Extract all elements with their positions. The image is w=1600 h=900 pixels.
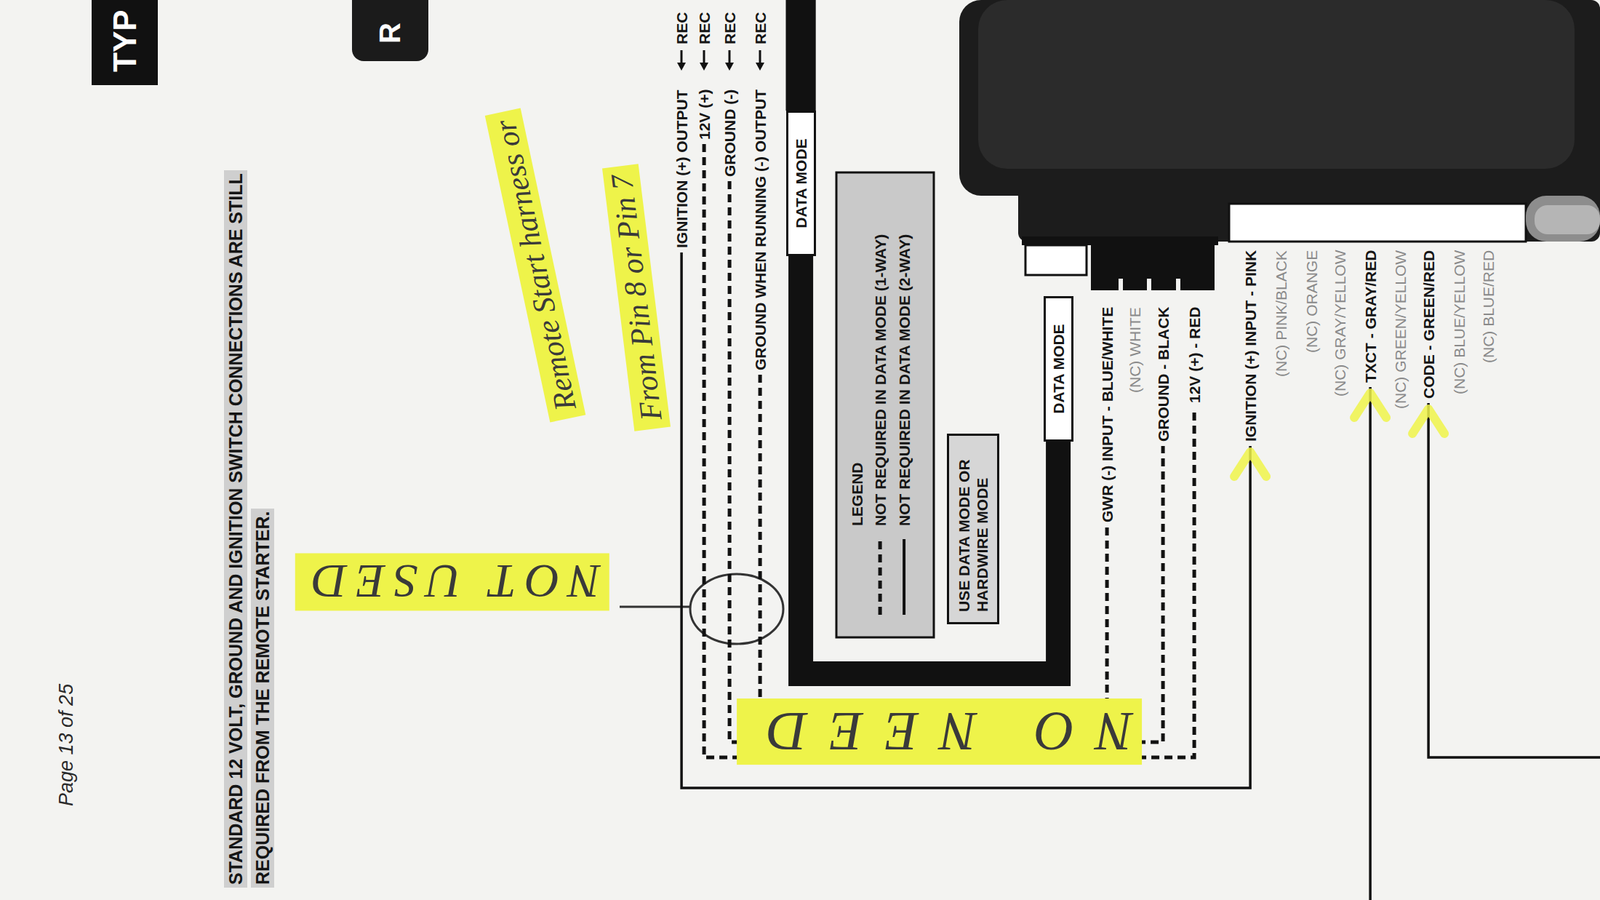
box-text: DATA MODE xyxy=(792,127,811,240)
arrow-head xyxy=(755,62,765,71)
wire-label: (NC) GRAY/YELLOW xyxy=(1330,250,1350,397)
code-wire xyxy=(1428,402,1600,758)
handwritten-note: Remote Start harness or xyxy=(485,108,587,423)
connector-housing xyxy=(1090,245,1215,291)
legend-sample xyxy=(902,538,906,615)
cut-label: REC xyxy=(720,12,739,45)
wire-label: (NC) WHITE xyxy=(1125,306,1144,393)
wire-label: (NC) GREEN/YELLOW xyxy=(1391,250,1410,409)
highlighter-mark xyxy=(1354,392,1387,418)
highlighter-mark xyxy=(1234,451,1267,477)
header-band: TYP xyxy=(91,0,158,86)
data-port xyxy=(1025,245,1087,275)
cut-label: REC xyxy=(751,12,770,45)
box-text: USE DATA MODE OR HARDWIRE MODE xyxy=(954,445,992,612)
note-block: STANDARD 12 VOLT, GROUND AND IGNITION SW… xyxy=(222,160,277,888)
wire-label: IGNITION (+) OUTPUT xyxy=(672,89,691,248)
wire-label: 12V (+) - RED xyxy=(1185,306,1204,403)
wire-label: GROUND - BLACK xyxy=(1154,306,1173,442)
title-block: R xyxy=(352,0,429,62)
module-body xyxy=(959,0,1600,196)
connector-housing xyxy=(1229,203,1526,242)
connector-notch xyxy=(1176,278,1181,291)
wire-label: 12V (+) xyxy=(695,89,714,140)
module-face xyxy=(978,0,1575,169)
legend-text: NOT REQUIRED IN DATA MODE (1-WAY) xyxy=(871,234,890,526)
handwritten-note: From Pin 8 or Pin 7 xyxy=(602,163,671,432)
wire-label: CODE - GREEN/RED xyxy=(1419,250,1438,399)
wire-label: (NC) BLUE/RED xyxy=(1479,250,1498,363)
module-cylinder xyxy=(1525,195,1600,242)
connector-notch xyxy=(1118,278,1123,291)
power-wire xyxy=(704,144,1195,758)
wire-label: (NC) PINK/BLACK xyxy=(1272,250,1291,377)
legend-title: LEGEND xyxy=(848,461,867,526)
wire-label: TXCT - GRAY/RED xyxy=(1361,250,1380,383)
instruction-note: STANDARD 12 VOLT, GROUND AND IGNITION SW… xyxy=(224,170,275,888)
pen-leader xyxy=(619,605,690,608)
connector-base xyxy=(1021,236,1219,246)
handwritten-note: NOT USED xyxy=(294,552,609,611)
legend-text: NOT REQUIRED IN DATA MODE (2-WAY) xyxy=(895,234,914,526)
legend-box xyxy=(836,172,934,638)
wire-label: (NC) BLUE/YELLOW xyxy=(1450,250,1469,395)
arrow-head xyxy=(725,62,734,71)
box-text: DATA MODE xyxy=(1049,312,1068,425)
mode-tag: DATA MODE xyxy=(786,110,816,256)
wire-label: (NC) ORANGE xyxy=(1302,250,1321,353)
cut-label: REC xyxy=(695,12,714,45)
arrow-head xyxy=(677,62,686,71)
ground-wire xyxy=(729,181,1163,742)
data-bus xyxy=(800,256,1059,674)
box-text: R xyxy=(373,22,407,44)
page-number: Page 13 of 25 xyxy=(54,683,78,806)
wire-label: IGNITION (+) INPUT - PINK xyxy=(1241,250,1260,442)
cut-label: REC xyxy=(672,12,691,45)
module-cylinder xyxy=(1534,205,1600,235)
box-text: TYP xyxy=(106,9,144,72)
connector-notch xyxy=(1146,278,1152,291)
handwritten-note: NO NEED xyxy=(736,698,1142,765)
mode-tag: DATA MODE xyxy=(1043,296,1074,442)
txct-wire xyxy=(1368,386,1372,900)
wire-label: GROUND WHEN RUNNING (-) OUTPUT xyxy=(751,89,770,371)
mode-bar xyxy=(786,0,816,111)
arrow-head xyxy=(699,62,709,71)
wire-label: GWR (-) INPUT - BLUE/WHITE xyxy=(1098,306,1117,523)
legend-sample xyxy=(878,538,883,615)
highlighter-mark xyxy=(1412,408,1445,434)
note-box: USE DATA MODE OR HARDWIRE MODE xyxy=(946,433,1000,624)
wire-label: GROUND (-) xyxy=(720,89,739,177)
